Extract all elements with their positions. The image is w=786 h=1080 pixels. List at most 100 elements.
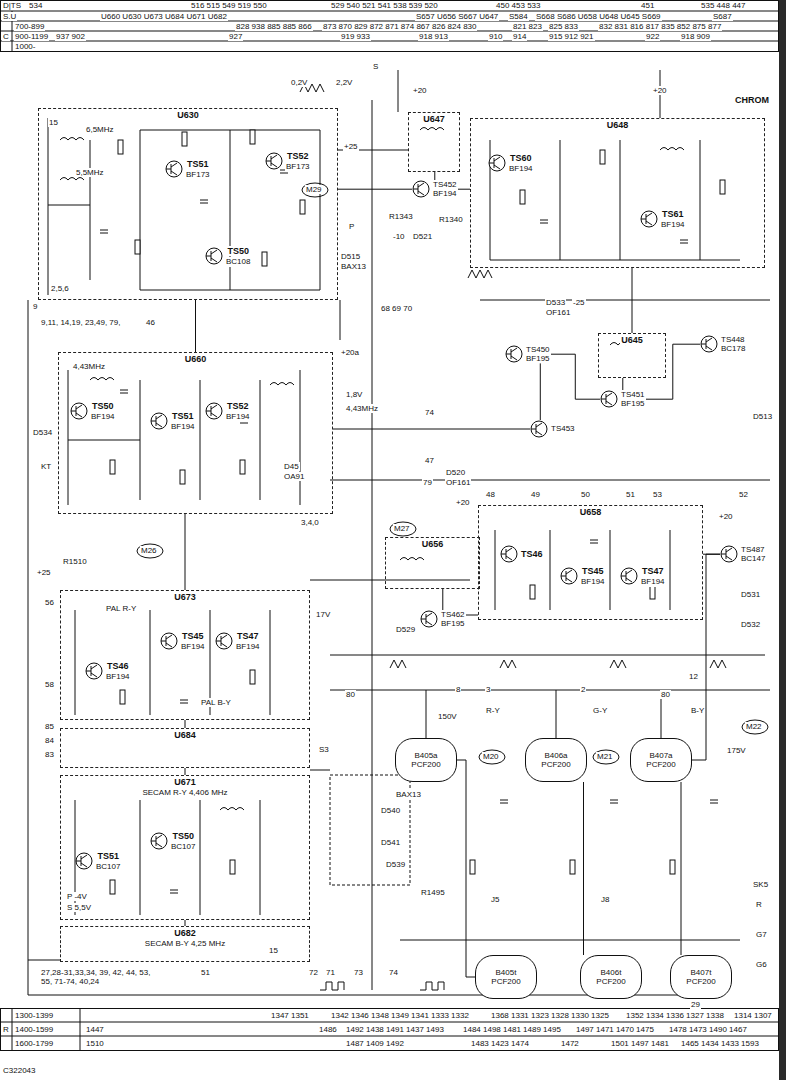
signal-wire [583,782,584,955]
schematic-label: 175V [726,746,747,755]
schematic-label: 52 [738,490,749,499]
schematic-label: D541 [380,838,401,847]
schematic-label: 1484 1498 1481 1489 1495 [462,1025,562,1034]
transistor-ref: TS45 [181,631,205,641]
transistor-circle [501,546,517,562]
transistor-symbol: TS50BC107 [150,830,196,852]
tube-ref: B407a [648,751,673,760]
transistor-symbol: TS47BF194 [620,565,666,587]
node-text: TS50BF194 [90,400,116,422]
measuring-point [137,544,163,558]
transistor-leads [166,163,177,175]
schematic-label: +25 [343,142,359,151]
schematic-label: R1340 [438,215,464,224]
schematic-label: 3 [485,685,491,694]
transistor-leads [206,405,217,417]
resistor-symbol [530,585,535,599]
resistor-symbol [240,460,245,474]
node-text: TS450BF195 [525,345,551,363]
table-rule [0,11,778,51]
schematic-label: 1487 1409 1492 [345,1039,405,1048]
resistor-symbol [720,180,725,194]
resistor-symbol [250,670,255,684]
schematic-label: 900-1199 [14,32,49,41]
node-text: U658 [479,507,702,517]
transistor-leads [721,548,732,560]
transistor-symbol: TS450BF195 [505,345,551,363]
signal-wire [185,514,186,590]
module-name: U682 [173,928,197,938]
schematic-label: 927 [228,32,243,41]
transistor-ref: TS60 [509,153,533,163]
schematic-label: 918 913 [418,32,449,41]
schematic-label: C [2,32,10,41]
schematic-label: 1492 1438 1491 1437 1493 [345,1025,445,1034]
schematic-label: 17V [315,610,331,619]
transistor-ref: TS487 [740,545,766,554]
node-text: B407tPCF200 [685,968,716,986]
tube-type: PCF200 [595,977,626,986]
node-text: B406tPCF200 [595,968,626,986]
schematic-label: 5,5MHz [75,168,105,177]
tube-symbol: B405aPCF200 [395,738,457,782]
signal-wire [458,189,470,190]
transistor-circle [71,403,87,419]
tube-ref: B407t [690,968,713,977]
schematic-label: +25 [36,568,52,577]
resistor-symbol [262,252,267,266]
schematic-label: CHROM [734,95,770,105]
schematic-label: 79 [422,478,433,487]
schematic-label: D533 [545,298,566,307]
transistor-outline [412,180,430,198]
transistor-leads [151,415,162,427]
schematic-label: R [755,900,763,909]
signal-wire [434,172,435,180]
schematic-label: 821 823 [512,22,543,31]
schematic-label: D|TS [2,1,22,10]
signal-wire [442,589,443,610]
transistor-outline [600,390,618,408]
transistor-leads [216,635,227,647]
transistor-symbol: TS46 [500,545,544,563]
schematic-label: +20 [652,86,668,95]
schematic-label: 72 [308,968,319,977]
schematic-label: 27,28-31,33,34, 39, 42, 44, 53, 55, 71-7… [40,968,162,986]
schematic-label: 516 515 549 519 550 [190,1,268,10]
module-name: U660 [184,354,208,364]
transistor-type: BF194 [660,220,686,229]
schematic-label: 1472 [560,1039,580,1048]
resistor-symbol [110,880,115,894]
transistor-leads [421,613,432,625]
transistor-circle [206,248,222,264]
schematic-label: SK5 [752,880,769,889]
schematic-label: B-Y [690,706,705,715]
transistor-ref: TS452 [432,180,458,189]
transistor-outline [205,402,223,420]
tube-ref: B405a [413,751,438,760]
schematic-label: +20a [340,348,360,357]
schematic-label: 918 909 [680,32,711,41]
schematic-label: D45 [283,462,300,471]
transistor-leads [489,157,500,169]
schematic-label: 828 938 885 885 866 [235,22,313,31]
schematic-label: D521 [412,232,433,241]
transistor-outline [85,662,103,680]
module-name: U630 [176,110,200,120]
transistor-symbol: TS45BF194 [160,630,206,652]
transistor-symbol: TS46BF194 [85,660,131,682]
tube-type: PCF200 [645,760,676,769]
schematic-label: 46 [145,318,156,327]
schematic-label: 700-899 [14,22,45,31]
schematic-label: 8 [455,685,461,694]
schematic-label: +20 [455,498,471,507]
transistor-outline [205,247,223,265]
schematic-label: PAL B-Y [200,698,232,707]
transistor-leads [161,635,172,647]
transistor-outline [488,154,506,172]
schematic-label: 1501 1497 1481 [610,1039,670,1048]
schematic-label: D532 [740,620,761,629]
transistor-circle [166,161,182,177]
resistor-symbol [600,150,605,164]
schematic-label: G7 [755,930,768,939]
transistor-circle [86,663,102,679]
